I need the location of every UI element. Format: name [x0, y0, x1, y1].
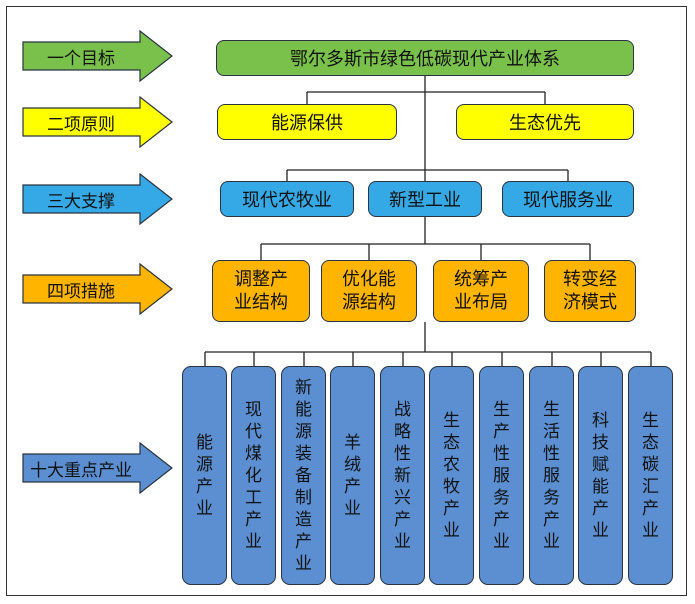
industry-box-4: 羊绒产业: [330, 366, 375, 585]
industry-box-10: 生态碳汇产业: [628, 366, 673, 585]
goal-box: 鄂尔多斯市绿色低碳现代产业体系: [216, 40, 634, 76]
industry-label: 生活性服务产业: [542, 399, 560, 552]
arrow-goal-label: 一个目标: [47, 48, 115, 69]
arrow-goal-shape: [22, 30, 173, 82]
industry-label: 生态碳汇产业: [641, 410, 659, 541]
industry-box-7: 生产性服务产业: [479, 366, 524, 585]
industry-box-5: 战略性新兴产业: [380, 366, 425, 585]
support-box-1: 现代农牧业: [220, 181, 354, 217]
measure-box-3: 统筹产业布局: [433, 260, 529, 322]
arrow-supports-shape: [22, 173, 173, 225]
measure-box-1: 调整产业结构: [212, 260, 310, 322]
support-label: 现代服务业: [523, 190, 613, 211]
industry-label: 能源产业: [195, 432, 213, 519]
industry-box-3: 新能源装备制造产业: [281, 366, 326, 585]
arrow-principles-shape: [22, 96, 173, 148]
industry-label: 羊绒产业: [343, 432, 361, 519]
measure-box-2: 优化能源结构: [321, 260, 417, 322]
industry-label: 现代煤化工产业: [244, 399, 262, 552]
industry-label: 生产性服务产业: [492, 399, 510, 552]
arrow-measures-shape: [22, 263, 173, 315]
diagram-frame: [6, 6, 687, 596]
measure-label: 调整产业结构: [233, 269, 288, 313]
industry-box-1: 能源产业: [182, 366, 227, 585]
principle-box-1: 能源保供: [217, 104, 397, 140]
measure-label: 统筹产业布局: [453, 269, 508, 313]
support-label: 新型工业: [389, 190, 461, 211]
arrow-industries-label: 十大重点产业: [30, 460, 132, 481]
arrow-supports: 三大支撑: [22, 173, 174, 225]
arrow-measures-label: 四项措施: [47, 281, 115, 302]
industry-box-9: 科技赋能产业: [578, 366, 623, 585]
support-label: 现代农牧业: [242, 190, 332, 211]
principle-label: 生态优先: [509, 113, 581, 134]
support-box-3: 现代服务业: [502, 181, 634, 217]
industry-box-8: 生活性服务产业: [529, 366, 574, 585]
principle-box-2: 生态优先: [456, 104, 634, 140]
arrow-principles: 二项原则: [22, 96, 174, 148]
arrow-industries-shape: [22, 442, 173, 494]
industry-label: 科技赋能产业: [591, 410, 609, 541]
industry-label: 战略性新兴产业: [393, 399, 411, 552]
arrow-supports-label: 三大支撑: [47, 191, 115, 212]
industry-label: 生态农牧产业: [442, 410, 460, 541]
arrow-industries: 十大重点产业: [22, 442, 174, 494]
principle-label: 能源保供: [271, 113, 343, 134]
industry-box-2: 现代煤化工产业: [231, 366, 276, 585]
arrow-principles-label: 二项原则: [47, 114, 115, 135]
goal-title: 鄂尔多斯市绿色低碳现代产业体系: [290, 49, 560, 70]
measure-box-4: 转变经济模式: [544, 260, 636, 322]
measure-label: 转变经济模式: [562, 269, 617, 313]
support-box-2: 新型工业: [368, 181, 482, 217]
industry-label: 新能源装备制造产业: [294, 377, 312, 574]
industry-box-6: 生态农牧产业: [429, 366, 474, 585]
arrow-goal: 一个目标: [22, 30, 174, 82]
measure-label: 优化能源结构: [341, 269, 396, 313]
arrow-measures: 四项措施: [22, 263, 174, 315]
